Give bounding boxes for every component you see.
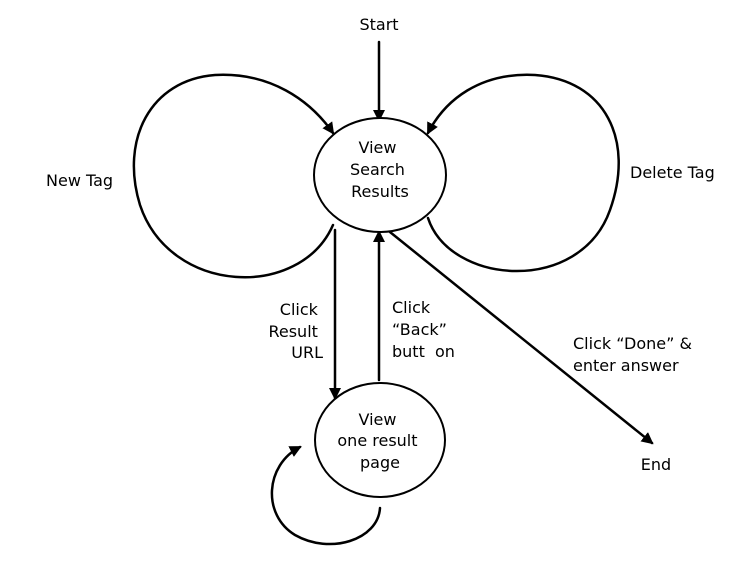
view-search-results-node bbox=[313, 117, 447, 233]
delete-tag-loop bbox=[426, 73, 620, 273]
click-done-arrow bbox=[383, 226, 654, 445]
click-result-url-label: Click Result URL bbox=[268, 300, 323, 362]
view-one-loop bbox=[270, 445, 382, 546]
view-one-result-page-node bbox=[314, 382, 446, 498]
end-label: End bbox=[641, 455, 671, 474]
view-search-results-label: View Search Results bbox=[350, 138, 410, 201]
click-done-label: Click “Done” & enter answer bbox=[573, 334, 697, 375]
start-label: Start bbox=[359, 15, 398, 34]
click-back-button-label: Click “Back” butt on bbox=[392, 298, 455, 361]
view-one-result-page-label: View one result page bbox=[337, 410, 422, 472]
new-tag-label: New Tag bbox=[46, 171, 113, 190]
delete-tag-label: Delete Tag bbox=[630, 163, 715, 182]
new-tag-loop bbox=[132, 73, 335, 279]
